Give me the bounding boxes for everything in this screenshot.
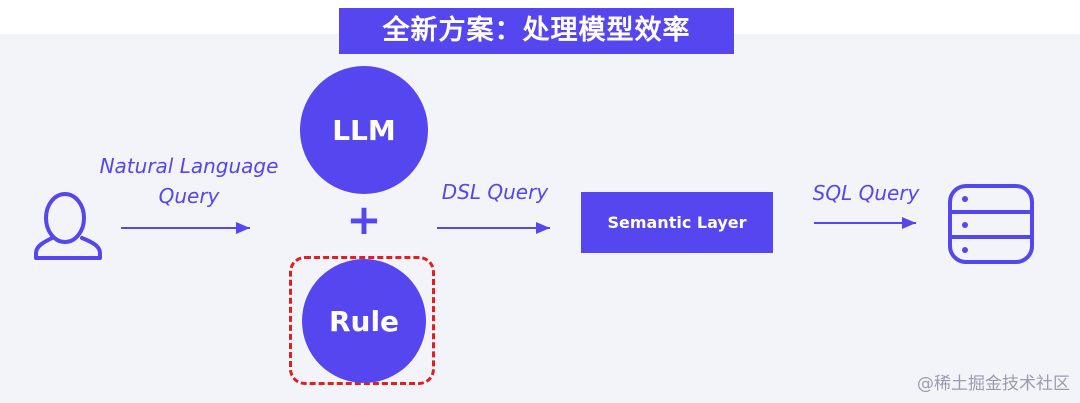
- rule-highlight-box: [289, 256, 435, 385]
- natural-language-query-label: Query: [158, 184, 220, 208]
- page-title: 全新方案：处理模型效率: [339, 8, 734, 54]
- diagram-panel: [0, 34, 1080, 403]
- semantic-layer-node: Semantic Layer: [581, 192, 773, 253]
- database-icon: [948, 184, 1034, 264]
- dsl-query-label: DSL Query: [441, 180, 549, 204]
- natural-language-label: Natural Language: [99, 154, 279, 178]
- rule-node: Rule: [302, 259, 426, 383]
- database-indicator-dots: [962, 196, 968, 253]
- llm-node: LLM: [300, 66, 428, 194]
- user-icon: [34, 192, 102, 260]
- plus-sign: +: [346, 195, 382, 244]
- watermark: @稀土掘金技术社区: [917, 374, 1070, 394]
- sql-query-label: SQL Query: [812, 181, 920, 205]
